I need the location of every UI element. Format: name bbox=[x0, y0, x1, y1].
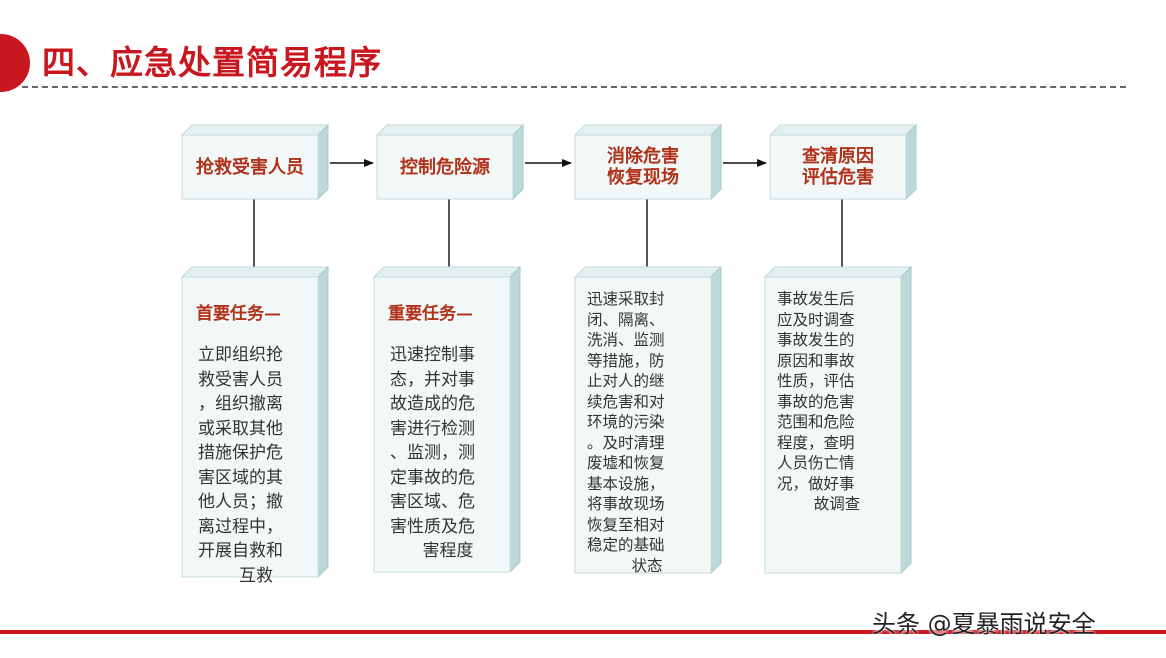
detail-text-line-3: 状态 bbox=[631, 556, 663, 575]
detail-text-line-4: 事故的危害 bbox=[777, 392, 855, 411]
detail-text-line-4: 应及时调查 bbox=[777, 310, 855, 329]
detail-text-line-1: 或采取其他 bbox=[198, 418, 283, 439]
detail-text-line-2: 、监测，测 bbox=[390, 443, 475, 463]
detail-box-2 bbox=[373, 276, 511, 573]
step-box-1-side bbox=[317, 123, 329, 201]
detail-text-line-1: 离过程中， bbox=[198, 516, 283, 537]
detail-text-line-4: 故调查 bbox=[813, 495, 861, 513]
detail-text-line-1: 立即组织抢 bbox=[198, 345, 283, 365]
detail-text-line-4: 范围和危险 bbox=[777, 413, 855, 431]
detail-box-3-top bbox=[573, 266, 723, 278]
footer-divider bbox=[0, 630, 1166, 634]
detail-text-line-3: 废墟和恢复 bbox=[587, 454, 665, 472]
detail-text-line-1: ，组织撤离 bbox=[198, 394, 283, 414]
step-box-4-top bbox=[768, 124, 918, 136]
detail-text-line-4: 事故发生后 bbox=[777, 290, 855, 308]
detail-text-line-1: 开展自救和 bbox=[198, 541, 283, 561]
detail-text-line-1: 互救 bbox=[239, 565, 273, 586]
step-box-1-top bbox=[180, 124, 330, 136]
detail-text-line-3: 洗消、监测 bbox=[587, 331, 665, 349]
detail-text-line-2: 害区域、危 bbox=[390, 492, 475, 512]
detail-box-1 bbox=[181, 276, 319, 578]
detail-text-line-2: 迅速控制事 bbox=[390, 345, 475, 365]
detail-text-line-3: 稳定的基础 bbox=[587, 536, 665, 554]
detail-text-line-3: 基本设施， bbox=[587, 474, 665, 493]
detail-text-line-3: 等措施，防 bbox=[587, 351, 665, 370]
detail-text-line-3: 。及时清理 bbox=[587, 433, 665, 452]
step-label-3: 消除危害 bbox=[607, 146, 679, 167]
step-box-2-side bbox=[512, 123, 524, 201]
detail-text-line-3: 止对人的继 bbox=[587, 372, 665, 390]
detail-box-4 bbox=[764, 276, 902, 574]
detail-text-line-4: 事故发生的 bbox=[777, 331, 855, 349]
detail-box-2-side bbox=[509, 265, 521, 574]
step-box-3-top bbox=[573, 124, 723, 136]
step-label-4: 查清原因 bbox=[802, 146, 874, 167]
detail-text-line-2: 定事故的危 bbox=[390, 467, 475, 488]
detail-text-line-4: 人员伤亡情 bbox=[777, 454, 855, 472]
detail-text-line-2: 故造成的危 bbox=[390, 394, 475, 414]
detail-text-line-3: 环境的污染 bbox=[587, 413, 665, 431]
detail-box-2-top bbox=[372, 266, 522, 278]
detail-text-line-3: 恢复至相对 bbox=[587, 515, 665, 534]
detail-text-line-1: 他人员；撤 bbox=[198, 492, 283, 512]
step-box-1 bbox=[181, 134, 319, 200]
detail-box-1-side bbox=[317, 265, 329, 579]
detail-box-1-top bbox=[180, 266, 330, 278]
detail-box-4-top bbox=[763, 266, 913, 278]
detail-text-line-3: 迅速采取封 bbox=[587, 290, 665, 308]
detail-text-line-1: 措施保护危 bbox=[198, 443, 283, 463]
step-label-3: 恢复现场 bbox=[607, 167, 679, 188]
step-box-4-side bbox=[905, 123, 917, 201]
step-box-2 bbox=[376, 134, 514, 200]
detail-box-4-side bbox=[900, 265, 912, 575]
detail-heading-2: 重要任务— bbox=[388, 304, 473, 324]
detail-text-line-1: 害区域的其 bbox=[198, 467, 283, 488]
detail-text-line-4: 况，做好事 bbox=[777, 474, 855, 493]
detail-text-line-3: 闭、隔离、 bbox=[587, 310, 665, 329]
detail-text-line-2: 害程度 bbox=[422, 541, 474, 561]
page-title: 四、应急处置简易程序 bbox=[42, 43, 382, 82]
title-divider bbox=[22, 86, 1126, 88]
detail-text-line-4: 程度，查明 bbox=[777, 433, 855, 452]
step-box-3-side bbox=[710, 123, 722, 201]
step-label-1: 抢救受害人员 bbox=[196, 156, 304, 178]
step-label-2: 控制危险源 bbox=[400, 156, 490, 178]
step-box-4 bbox=[769, 134, 907, 200]
detail-text-line-4: 原因和事故 bbox=[777, 351, 855, 370]
detail-text-line-4: 性质，评估 bbox=[777, 372, 855, 390]
detail-text-line-3: 将事故现场 bbox=[587, 495, 665, 513]
watermark: 头条 @夏暴雨说安全 bbox=[872, 610, 1096, 638]
detail-box-3 bbox=[574, 276, 712, 574]
detail-text-line-3: 续危害和对 bbox=[587, 392, 665, 411]
step-box-2-top bbox=[375, 124, 525, 136]
step-label-4: 评估危害 bbox=[802, 167, 874, 188]
detail-text-line-2: 态，并对事 bbox=[390, 369, 475, 390]
detail-text-line-2: 害性质及危 bbox=[390, 516, 475, 537]
detail-heading-1: 首要任务— bbox=[196, 304, 281, 324]
detail-text-line-1: 救受害人员 bbox=[198, 369, 283, 390]
step-box-3 bbox=[574, 134, 712, 200]
detail-text-line-2: 害进行检测 bbox=[390, 418, 475, 439]
detail-box-3-side bbox=[710, 265, 722, 575]
